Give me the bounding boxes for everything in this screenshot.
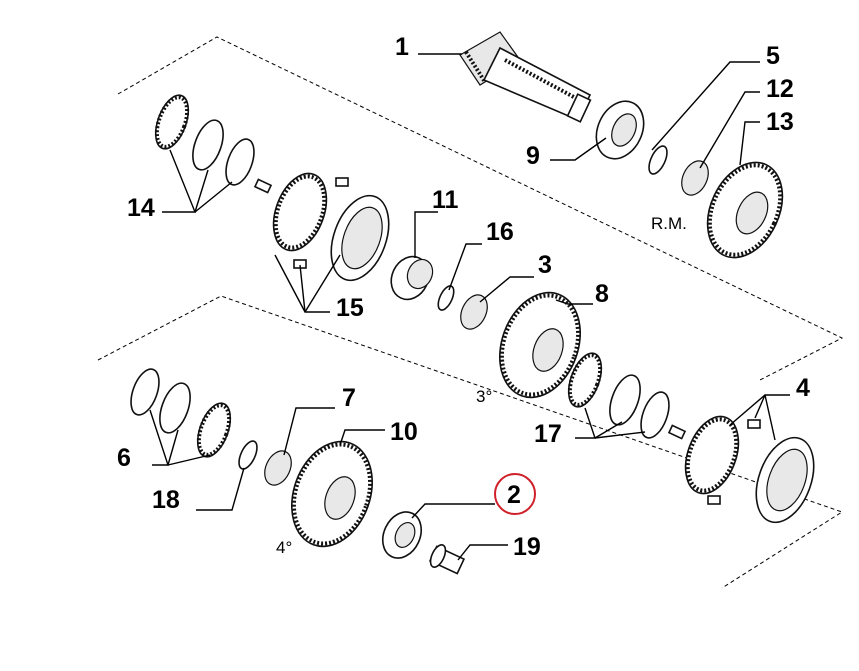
needle-bearing-part-3 — [460, 294, 488, 330]
gear-part-13 — [706, 161, 784, 259]
note-rm: R.M. — [651, 214, 687, 233]
callout-14: 14 — [127, 194, 155, 222]
needle-bearing-part-12 — [681, 160, 709, 196]
callout-9: 9 — [526, 142, 540, 170]
synchro-rings-part-6 — [130, 368, 232, 458]
leader-lines — [149, 53, 790, 561]
ring-part-16 — [437, 285, 455, 311]
shaft-part-1 — [459, 31, 592, 123]
bushing-part-19 — [428, 544, 466, 575]
callout-12: 12 — [766, 75, 794, 103]
circlip-part-5 — [648, 145, 668, 175]
callout-17: 17 — [534, 420, 562, 448]
upper-frame — [117, 36, 844, 381]
gear-part-10 — [290, 440, 374, 548]
gear-part-8 — [498, 291, 582, 399]
callout-13: 13 — [766, 108, 794, 136]
callout-3: 3 — [538, 251, 552, 279]
synchro-rings-part-14 — [154, 94, 255, 186]
synchro-rings-part-17 — [567, 352, 670, 439]
callout-11: 11 — [432, 186, 459, 214]
callout-10: 10 — [390, 418, 418, 446]
callout-16: 16 — [486, 218, 514, 246]
bearing-part-9 — [595, 100, 645, 160]
note-fourth-gear: 4° — [276, 538, 292, 557]
note-third-gear: 3° — [476, 387, 492, 406]
callout-4: 4 — [796, 374, 810, 402]
callout-19: 19 — [513, 533, 541, 561]
synchro-hub-part-4 — [667, 415, 815, 524]
callout-5: 5 — [766, 42, 780, 70]
circlip-part-18 — [238, 440, 258, 470]
callout-1: 1 — [395, 33, 409, 61]
callout-6: 6 — [117, 444, 131, 472]
callout-15: 15 — [336, 294, 364, 322]
highlight-circle — [494, 473, 536, 515]
needle-bearing-part-7 — [264, 450, 292, 486]
bearing-part-2 — [381, 511, 423, 559]
callout-8: 8 — [595, 280, 609, 308]
callout-2: 2 — [507, 481, 521, 509]
callout-18: 18 — [152, 486, 180, 514]
synchro-hub-part-15 — [253, 172, 390, 282]
bushing-part-11 — [390, 255, 434, 301]
callout-7: 7 — [342, 384, 356, 412]
